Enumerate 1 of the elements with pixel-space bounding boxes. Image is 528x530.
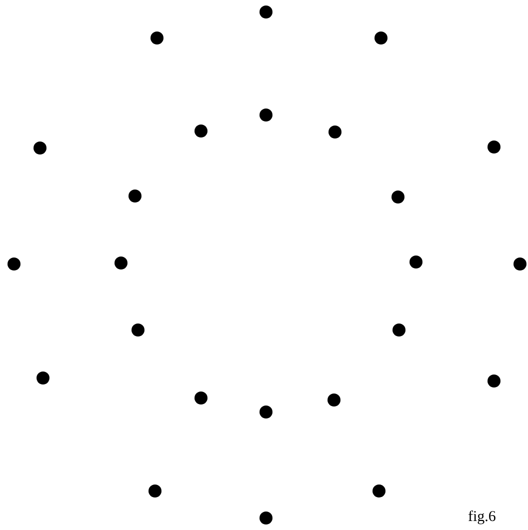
figure-caption: fig.6 (468, 509, 496, 526)
